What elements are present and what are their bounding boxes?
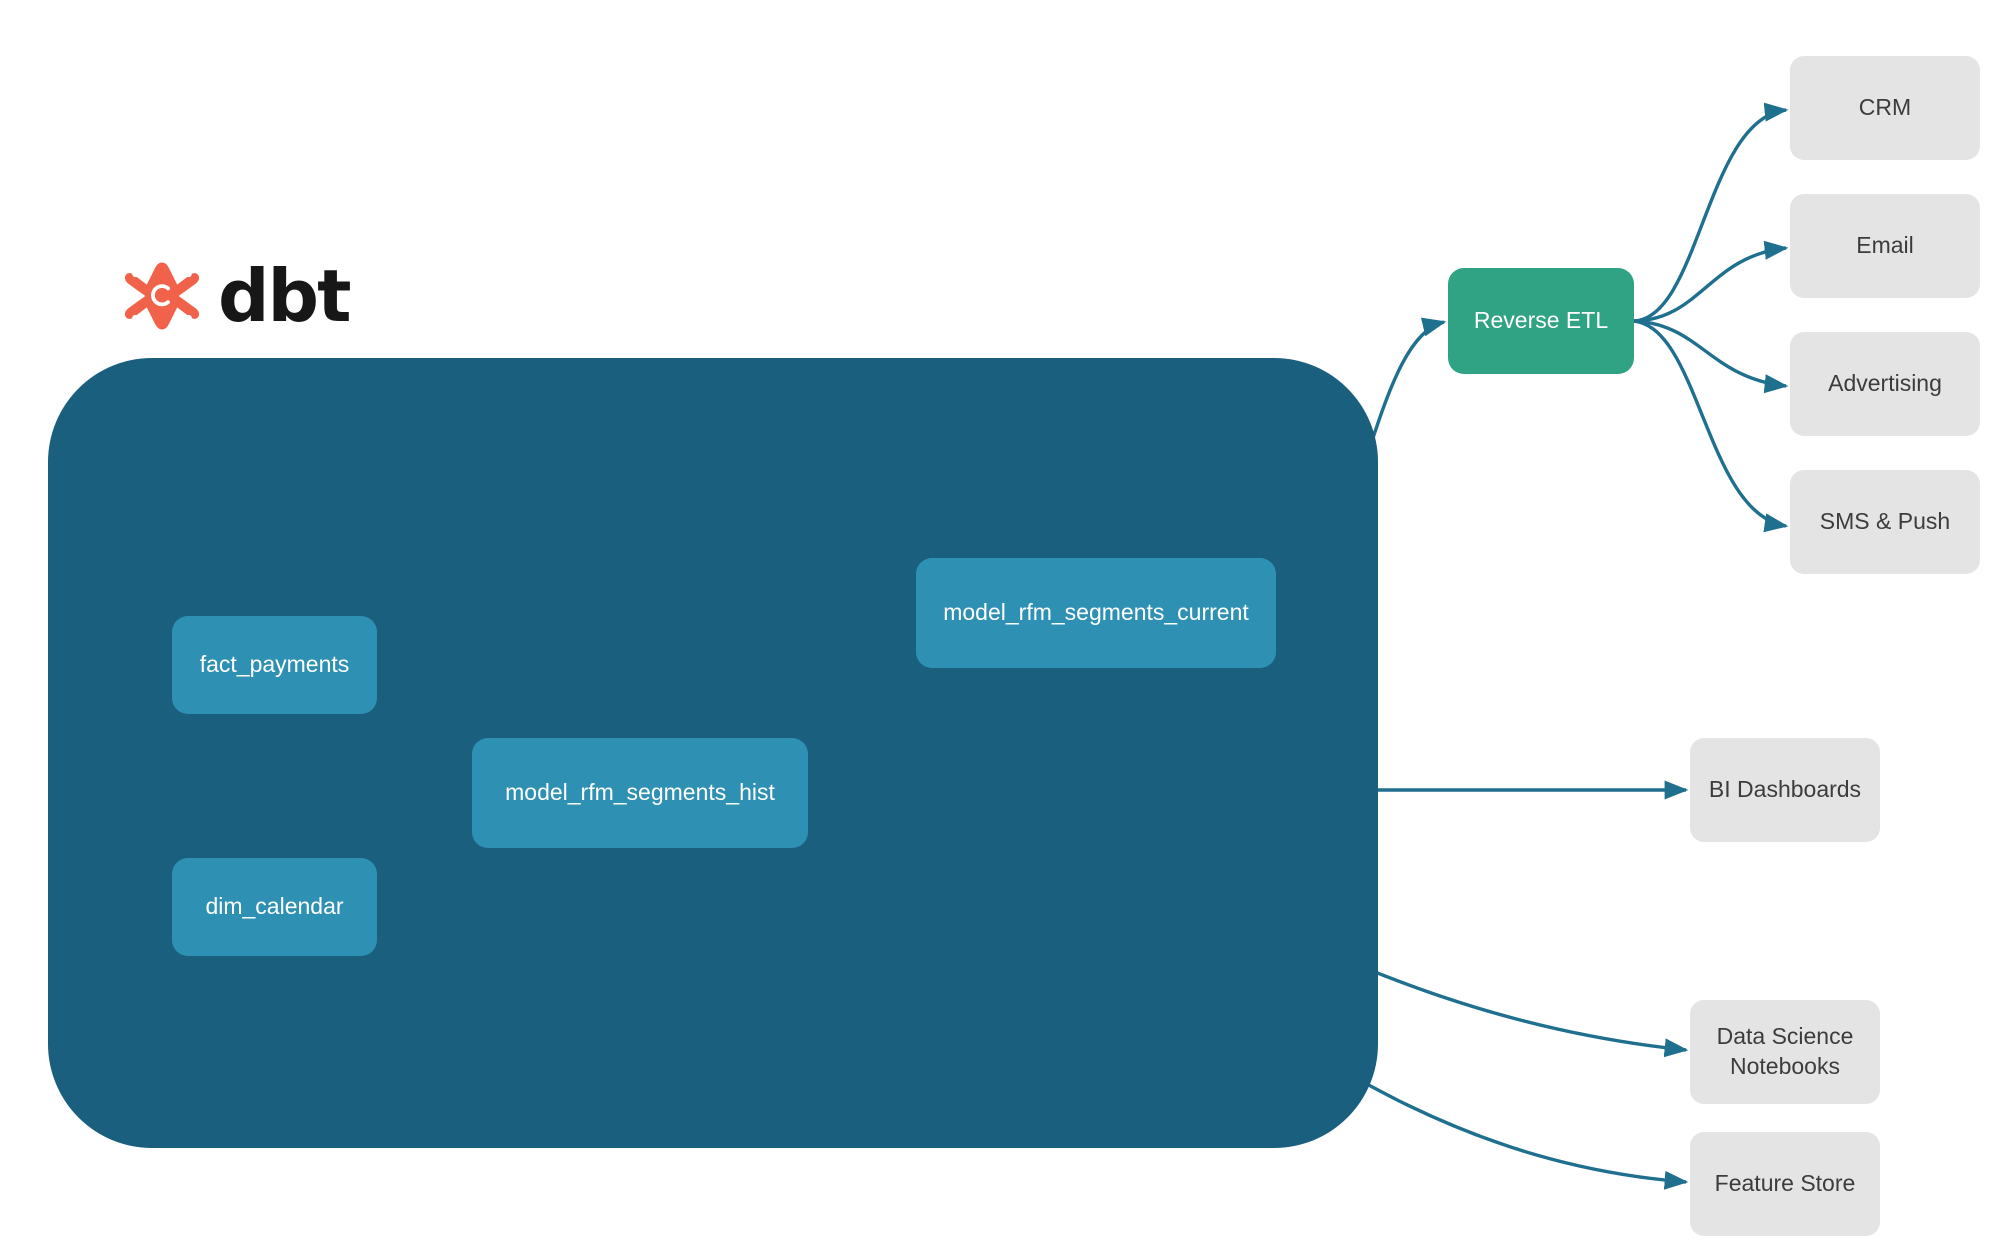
node-label: Feature Store xyxy=(1714,1170,1856,1197)
edge-reverse-etl-to-sms-push xyxy=(1633,319,1789,533)
edge-reverse-etl-to-crm xyxy=(1633,102,1789,323)
node-label: BI Dashboards xyxy=(1708,776,1862,803)
node-destination-advertising[interactable]: Advertising xyxy=(1790,332,1980,436)
edge-reverse-etl-to-advertising xyxy=(1633,319,1789,394)
node-reverse-etl[interactable]: Reverse ETL xyxy=(1448,268,1634,374)
node-destination-feature-store[interactable]: Feature Store xyxy=(1690,1132,1880,1236)
node-model-rfm-segments-hist[interactable]: model_rfm_segments_hist xyxy=(472,738,808,848)
node-model-rfm-segments-current[interactable]: model_rfm_segments_current xyxy=(916,558,1276,668)
dbt-brand-lockup: dbt xyxy=(124,254,351,338)
node-destination-data-science-notebooks[interactable]: Data Science Notebooks xyxy=(1690,1000,1880,1104)
edge-reverse-etl-to-email xyxy=(1633,240,1789,323)
node-destination-bi-dashboards[interactable]: BI Dashboards xyxy=(1690,738,1880,842)
dbt-logo-icon xyxy=(124,258,200,334)
node-label: CRM xyxy=(1858,94,1912,121)
node-dim-calendar[interactable]: dim_calendar xyxy=(172,858,377,956)
node-fact-payments[interactable]: fact_payments xyxy=(172,616,377,714)
node-label: dim_calendar xyxy=(205,893,344,920)
node-label: Advertising xyxy=(1828,370,1942,397)
node-label: fact_payments xyxy=(199,651,350,678)
dbt-wordmark: dbt xyxy=(218,254,351,338)
node-destination-crm[interactable]: CRM xyxy=(1790,56,1980,160)
node-label: Reverse ETL xyxy=(1473,307,1609,334)
node-label: SMS & Push xyxy=(1819,508,1951,535)
node-label: Data Science Notebooks xyxy=(1716,1023,1854,1079)
node-destination-sms-push[interactable]: SMS & Push xyxy=(1790,470,1980,574)
node-destination-email[interactable]: Email xyxy=(1790,194,1980,298)
node-label: model_rfm_segments_hist xyxy=(505,779,775,806)
node-label: model_rfm_segments_current xyxy=(943,599,1249,626)
node-label: Email xyxy=(1856,232,1914,259)
